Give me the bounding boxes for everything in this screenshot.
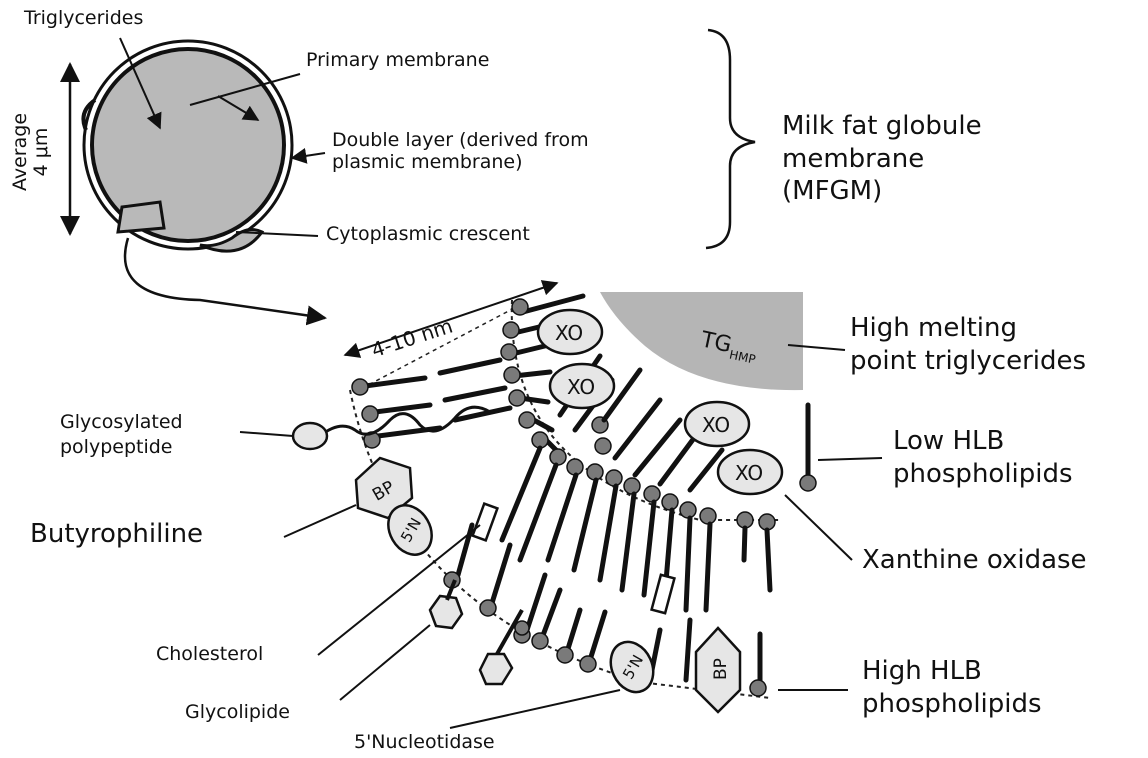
butyrophiline-label: Butyrophiline — [30, 520, 203, 550]
glycolipide-label: Glycolipide — [185, 702, 290, 724]
glycolipid-head — [515, 621, 529, 635]
cholesterol-rect-1 — [473, 504, 498, 541]
xo-label-2: XO — [567, 375, 595, 399]
polypeptide-head — [293, 423, 327, 449]
triglycerides-label: Triglycerides — [24, 8, 143, 30]
low-hlb-line2: phospholipids — [893, 458, 1073, 491]
glycosylated-line2: polypeptide — [60, 435, 183, 460]
size-label-line1: Average — [10, 92, 31, 212]
primary-membrane-label: Primary membrane — [306, 50, 489, 72]
double-layer-line1: Double layer (derived from — [332, 130, 589, 152]
high-hlb-line1: High HLB — [862, 655, 1042, 688]
low-hlb-line1: Low HLB — [893, 425, 1073, 458]
thickness-label: 4-10 nm — [368, 313, 455, 362]
cholesterol-rect-2 — [652, 575, 675, 613]
double-layer-label: Double layer (derived from plasmic membr… — [332, 130, 589, 174]
cholesterol-label: Cholesterol — [156, 644, 263, 666]
mfgm-brace — [706, 30, 755, 248]
xanthine-oxidase-label: Xanthine oxidase — [862, 546, 1087, 576]
high-hlb-line2: phospholipids — [862, 688, 1042, 721]
size-label-line2: 4 μm — [31, 92, 52, 212]
mfgm-label: Milk fat globule membrane (MFGM) — [782, 110, 982, 208]
high-melting-label: High melting point triglycerides — [850, 312, 1086, 377]
fat-globule — [83, 41, 292, 251]
glycolipid-hexagon-1 — [430, 596, 462, 628]
low-hlb-head — [800, 475, 816, 491]
high-melting-line1: High melting — [850, 312, 1086, 345]
bp-label-2: BP — [711, 658, 731, 680]
mfgm-line2: membrane — [782, 143, 982, 176]
high-hlb-label: High HLB phospholipids — [862, 655, 1042, 720]
low-hlb-label: Low HLB phospholipids — [893, 425, 1073, 490]
high-melting-line2: point triglycerides — [850, 345, 1086, 378]
xo-label-4: XO — [735, 461, 763, 485]
cytoplasmic-crescent-label: Cytoplasmic crescent — [326, 224, 530, 246]
glycosylated-label: Glycosylated polypeptide — [60, 410, 183, 459]
mfgm-line1: Milk fat globule — [782, 110, 982, 143]
double-layer-line2: plasmic membrane) — [332, 152, 589, 174]
nucleotidase-label: 5'Nucleotidase — [354, 732, 495, 754]
size-label: Average 4 μm — [10, 92, 52, 212]
mfgm-line3: (MFGM) — [782, 175, 982, 208]
glycosylated-line1: Glycosylated — [60, 410, 183, 435]
xo-label-1: XO — [555, 321, 583, 345]
xo-label-3: XO — [702, 413, 730, 437]
glycolipid-hexagon-2 — [480, 654, 512, 684]
double-layer-arrow — [292, 153, 325, 158]
